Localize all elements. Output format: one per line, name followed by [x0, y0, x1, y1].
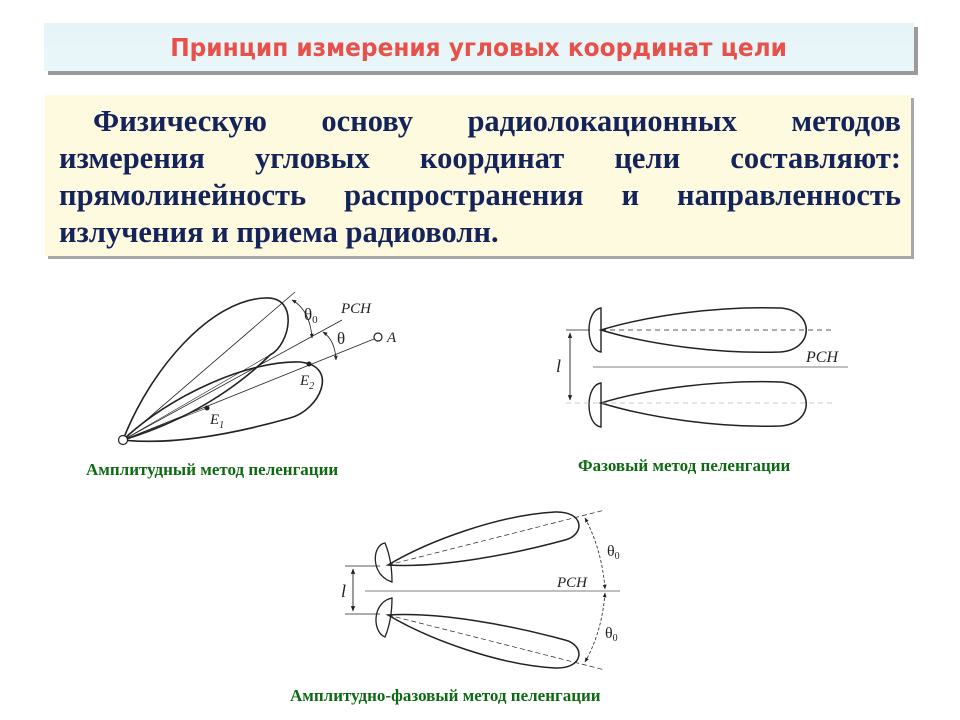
theta0-arc [291, 299, 314, 339]
svg-text:θ0: θ0 [605, 625, 618, 644]
bottom-beam-lobe [385, 613, 580, 669]
top-antenna-icon [588, 307, 602, 353]
amplitude-phase-method-caption: Амплитудно-фазовый метод пеленгации [290, 686, 601, 705]
target-icon [373, 332, 383, 342]
slide-title: Принцип измерения угловых координат цели [170, 32, 788, 62]
radar-origin-icon [117, 434, 129, 446]
top-beam-lobe [598, 306, 807, 354]
svg-text:A: A [386, 330, 397, 346]
phase-method-diagram [566, 306, 848, 428]
svg-text:E2: E2 [299, 373, 314, 392]
lower-beam-lobe [121, 361, 324, 443]
amplitude-phase-labels: PCH l θ0 θ0 [341, 543, 620, 644]
target-direction-line [122, 338, 375, 441]
theta-arc [322, 331, 338, 361]
e1-point [204, 405, 210, 411]
svg-text:θ: θ [337, 329, 345, 348]
svg-text:θ0: θ0 [304, 305, 318, 326]
slide-title-box: Принцип измерения угловых координат цели [44, 23, 914, 71]
bottom-antenna-icon [375, 597, 393, 638]
intro-paragraph: Физическую основу радиолокационных метод… [59, 104, 901, 249]
svg-text:PCH: PCH [805, 349, 839, 366]
amplitude-phase-method-diagram [345, 509, 620, 671]
svg-text:E1: E1 [209, 412, 224, 431]
svg-text:θ0: θ0 [607, 543, 620, 562]
upper-beam-lobe [121, 297, 289, 442]
svg-text:l: l [556, 356, 561, 376]
rsn-line [122, 319, 343, 441]
theta0-top-arc [584, 517, 607, 590]
phase-method-caption: Фазовый метод пеленгации [578, 456, 791, 475]
bottom-beam-lobe [598, 380, 807, 427]
svg-text:PCH: PCH [340, 301, 372, 317]
amplitude-method-caption: Амплитудный метод пеленгации [86, 460, 339, 479]
svg-text:l: l [341, 581, 346, 601]
svg-text:PCH: PCH [556, 575, 588, 591]
bottom-antenna-icon [588, 382, 602, 428]
e2-point [306, 361, 312, 367]
top-beam-lobe [385, 511, 580, 567]
theta0-bottom-arc [584, 592, 607, 663]
phase-labels: PCH l [556, 349, 839, 376]
amplitude-labels: θ0 PCH θ A E2 E1 [209, 301, 397, 431]
top-antenna-icon [374, 542, 393, 583]
intro-text-box: Физическую основу радиолокационных метод… [45, 95, 911, 256]
upper-beam-axis [122, 291, 296, 441]
amplitude-method-diagram [117, 291, 383, 446]
